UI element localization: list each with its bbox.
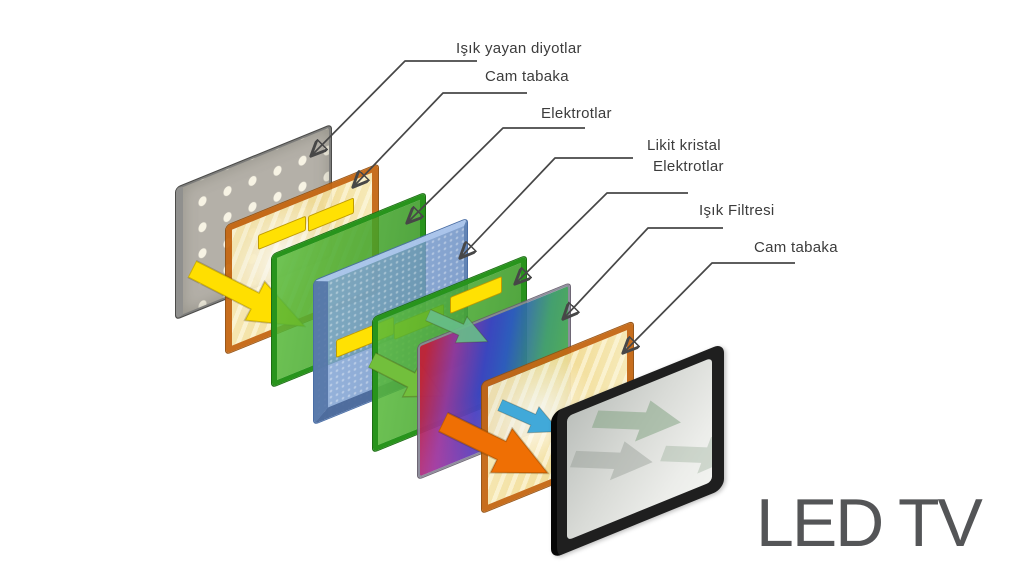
label-electrodes-front: Elektrotlar [541,105,612,122]
tv-frame [551,342,724,559]
light-beam-blue-arrow [494,391,566,445]
leader-line-electrodes-front [408,127,585,222]
label-leds: Işık yayan diyotlar [456,40,582,57]
label-light-filter: Işık Filtresi [699,202,775,219]
leader-line-light-filter [564,227,723,318]
ghost-beam-arrow [656,434,712,476]
ghost-beam-arrow [567,439,661,483]
leader-line-leds [312,60,477,155]
leader-line-electrodes-back [516,192,688,283]
tv-screen [567,357,712,541]
leader-line-glass-front [354,92,527,186]
leader-line-liquid-crystal [461,157,633,257]
leader-line-glass-back [624,262,795,352]
light-beam-teal-arrow [422,301,494,355]
label-liquid-crystal: Likit kristal [647,137,721,154]
light-output-orange-arrow [432,399,561,497]
label-glass-back: Cam tabaka [754,239,838,256]
label-electrodes-back: Elektrotlar [653,158,724,175]
title-led-tv: LED TV [756,485,983,561]
ghost-beam-arrow [587,398,690,445]
label-glass-front: Cam tabaka [485,68,569,85]
